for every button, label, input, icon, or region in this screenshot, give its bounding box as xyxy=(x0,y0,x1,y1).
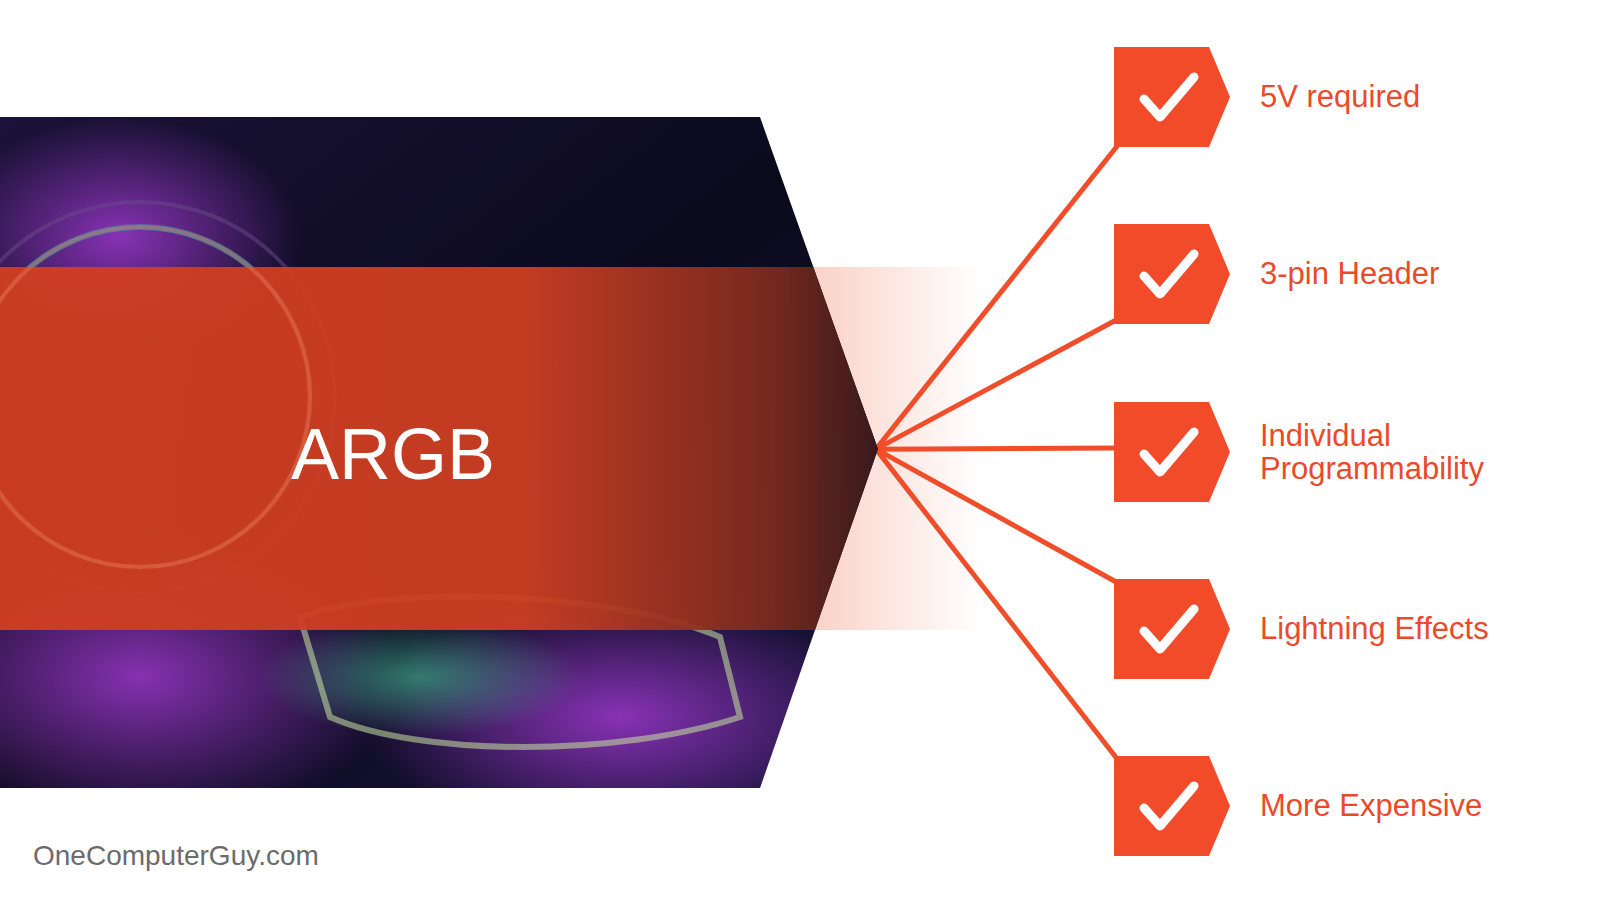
connector-line xyxy=(876,449,1118,583)
label-holder: Individual Programmability xyxy=(1260,402,1550,502)
check-tag xyxy=(1114,579,1230,679)
feature-label: More Expensive xyxy=(1260,789,1550,822)
watermark: OneComputerGuy.com xyxy=(33,840,319,872)
feature-tag: More Expensive xyxy=(1114,756,1554,856)
label-holder: Lightning Effects xyxy=(1260,579,1550,679)
label-holder: 3-pin Header xyxy=(1260,224,1550,324)
label-stack: Individual Programmability xyxy=(1260,419,1550,486)
title-panel: ARGB xyxy=(0,117,878,788)
label-stack: More Expensive xyxy=(1260,789,1550,822)
feature-label: Individual Programmability xyxy=(1260,419,1550,486)
check-tag xyxy=(1114,402,1230,502)
connector-line xyxy=(876,145,1118,449)
label-stack: 3-pin Header xyxy=(1260,257,1550,290)
label-holder: More Expensive xyxy=(1260,756,1550,856)
feature-label: Lightning Effects xyxy=(1260,612,1550,645)
connector-line xyxy=(876,448,1118,449)
label-holder: 5V required xyxy=(1260,47,1550,147)
label-stack: Lightning Effects xyxy=(1260,612,1550,645)
feature-tag: 5V required xyxy=(1114,47,1554,147)
connector-line xyxy=(876,319,1118,449)
check-tag xyxy=(1114,47,1230,147)
panel-title: ARGB xyxy=(291,413,495,495)
connector-line xyxy=(876,449,1118,760)
feature-tag: 3-pin Header xyxy=(1114,224,1554,324)
feature-tag: Lightning Effects xyxy=(1114,579,1554,679)
feature-label: 3-pin Header xyxy=(1260,257,1550,290)
check-tag xyxy=(1114,224,1230,324)
feature-tag: Individual Programmability xyxy=(1114,402,1554,502)
check-tag xyxy=(1114,756,1230,856)
feature-label: 5V required xyxy=(1260,80,1550,113)
label-stack: 5V required xyxy=(1260,80,1550,113)
